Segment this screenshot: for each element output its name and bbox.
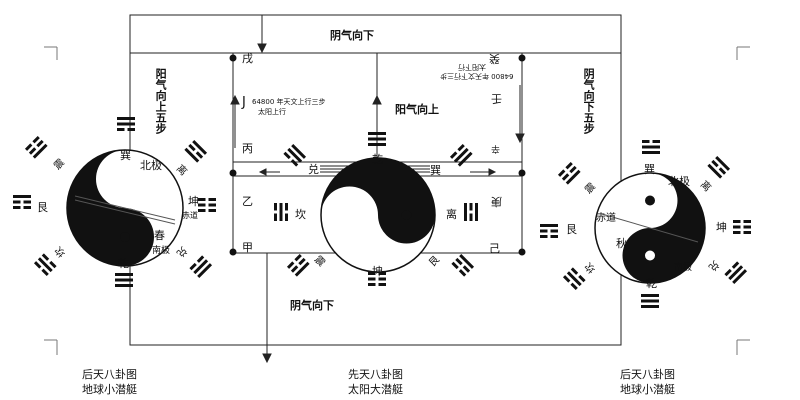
- right-yin-yang: [594, 172, 706, 284]
- left-xun: 巽: [120, 149, 131, 162]
- center-trigram-xun: [449, 143, 473, 167]
- left-vertical-label: 阳气向上五步: [154, 68, 168, 134]
- note-left-line2: 太阳上行: [258, 108, 286, 116]
- center-li: 离: [446, 208, 457, 221]
- branch-ren: 壬: [491, 92, 502, 105]
- right-caption-line2: 地球小潜艇: [620, 382, 675, 396]
- right-gen: 艮: [566, 223, 577, 236]
- center-up-label: 阳气向上: [395, 103, 439, 116]
- right-trigram-dui: [724, 261, 748, 285]
- left-trigram-zhen: [24, 135, 48, 159]
- left-caption-line1: 后天八卦图: [82, 368, 137, 381]
- center-qian: 乾: [372, 153, 383, 166]
- right-trigram-qian: [641, 294, 659, 308]
- top-down-arrow: [257, 15, 267, 54]
- left-qian: 乾: [118, 257, 129, 270]
- center-dui: 兑: [308, 163, 319, 176]
- left-trigram-li: [184, 139, 208, 163]
- left-red-band: 赤道: [182, 211, 198, 220]
- left-kun: 坤: [188, 195, 199, 208]
- left-trigram-dui: [189, 255, 213, 279]
- center-kun: 坤: [372, 265, 383, 278]
- right-caption-line1: 后天八卦图: [620, 368, 675, 381]
- branch-geng: 庚: [491, 195, 502, 208]
- right-trigram-kun: [733, 220, 751, 234]
- right-vertical-label: 阴气向下五步: [582, 68, 596, 134]
- right-down-arrow: [515, 85, 525, 144]
- note-right-line1: 64800 年天文下行三步: [440, 72, 514, 80]
- center-caption: 先天八卦图 太阳大潜艇: [348, 368, 403, 398]
- branch-ji: 己: [489, 242, 500, 255]
- center-yin-yang: [320, 157, 436, 273]
- note-left-mark: J: [242, 95, 246, 110]
- right-trigram-xun: [642, 140, 660, 154]
- center-trigram-dui: [283, 143, 307, 167]
- left-trigram-qian: [115, 273, 133, 287]
- right-trigram-li: [707, 155, 731, 179]
- left-trigram-gen: [13, 195, 31, 209]
- left-south-pole: 南极: [152, 246, 171, 256]
- left-trigram-kan: [33, 253, 57, 277]
- right-qian: 乾: [646, 277, 657, 290]
- right-trigram-kan: [562, 267, 586, 291]
- right-south-pole: 南极: [674, 263, 693, 273]
- right-trigram-zhen: [557, 161, 581, 185]
- top-label: 阴气向下: [330, 29, 374, 42]
- center-kan: 坎: [295, 208, 306, 221]
- band-arrows: [258, 168, 497, 176]
- left-gen: 艮: [37, 201, 48, 214]
- center-trigram-gen: [451, 253, 475, 277]
- left-caption-line2: 地球小潜艇: [82, 382, 137, 396]
- left-north-pole: 北极: [140, 159, 162, 172]
- right-caption: 后天八卦图 地球小潜艇: [620, 368, 675, 398]
- bottom-label: 阴气向下: [290, 299, 334, 312]
- branch-gui: 癸: [489, 52, 500, 65]
- left-spring: 春: [154, 229, 165, 242]
- branch-bing: 丙: [242, 142, 253, 155]
- right-autumn: 秋: [616, 237, 627, 250]
- center-trigram-zhen: [286, 253, 310, 277]
- left-trigram-xun: [117, 117, 135, 131]
- left-summer: 夏: [136, 181, 147, 194]
- right-red-band: 赤道: [596, 213, 616, 224]
- left-trigram-kun: [198, 198, 216, 212]
- branch-xu: 戌: [242, 52, 253, 65]
- note-left-line1: 64800 年天文上行三步: [252, 98, 326, 106]
- branch-xin: 辛: [491, 143, 501, 153]
- left-caption: 后天八卦图 地球小潜艇: [82, 368, 137, 398]
- crop-marks: [44, 46, 750, 355]
- branch-jia: 甲: [242, 241, 253, 254]
- right-north-pole: 北极: [668, 175, 690, 188]
- bottom-down-arrow: [262, 253, 272, 364]
- left-up-arrow: [230, 94, 240, 148]
- center-caption-line1: 先天八卦图: [348, 368, 403, 381]
- note-right-line2: 太阳下行: [458, 63, 486, 71]
- center-xun: 巽: [430, 164, 441, 177]
- branch-yi: 乙: [242, 195, 253, 208]
- center-trigram-kan: [274, 203, 288, 221]
- right-kun: 坤: [716, 221, 727, 234]
- center-trigram-li: [464, 203, 478, 221]
- center-caption-line2: 太阳大潜艇: [348, 382, 403, 396]
- left-yin-yang: [66, 149, 184, 267]
- right-trigram-gen: [540, 224, 558, 238]
- center-trigram-qian: [368, 132, 386, 146]
- right-xun: 巽: [644, 163, 655, 176]
